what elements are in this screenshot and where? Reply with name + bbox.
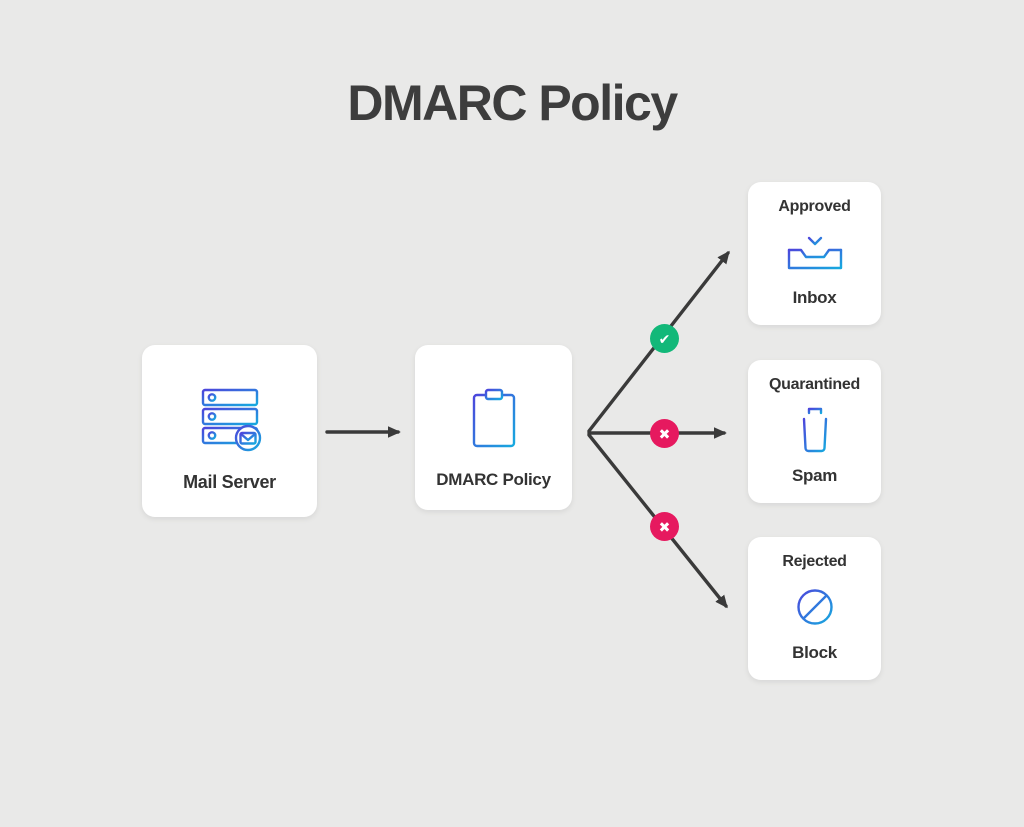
clipboard-icon	[468, 367, 520, 470]
page-title: DMARC Policy	[347, 75, 678, 131]
inbox-tray-icon	[784, 229, 846, 275]
status-label-quarantined: Quarantined	[769, 376, 860, 393]
node-rejected-block: Rejected Block	[748, 537, 881, 680]
node-dmarc-policy: DMARC Policy	[415, 345, 572, 510]
node-approved-inbox: Approved Inbox	[748, 182, 881, 325]
action-label-inbox: Inbox	[792, 288, 837, 307]
action-label-spam: Spam	[791, 466, 838, 485]
cross-icon: ✖	[658, 518, 671, 535]
approved-check-badge: ✔	[650, 324, 679, 353]
check-icon: ✔	[658, 330, 671, 347]
node-label-dmarc-policy: DMARC Policy	[436, 470, 551, 489]
block-icon	[793, 585, 837, 629]
mail-server-icon	[192, 367, 268, 472]
node-quarantined-spam: Quarantined Spam	[748, 360, 881, 503]
status-label-rejected: Rejected	[782, 553, 847, 570]
status-label-approved: Approved	[778, 198, 851, 215]
node-label-mail-server: Mail Server	[183, 472, 276, 492]
quarantined-cross-badge: ✖	[650, 419, 679, 448]
rejected-cross-badge: ✖	[650, 512, 679, 541]
trash-icon	[795, 406, 835, 454]
action-label-block: Block	[792, 643, 837, 662]
node-mail-server: Mail Server	[142, 345, 317, 517]
cross-icon: ✖	[658, 425, 671, 442]
